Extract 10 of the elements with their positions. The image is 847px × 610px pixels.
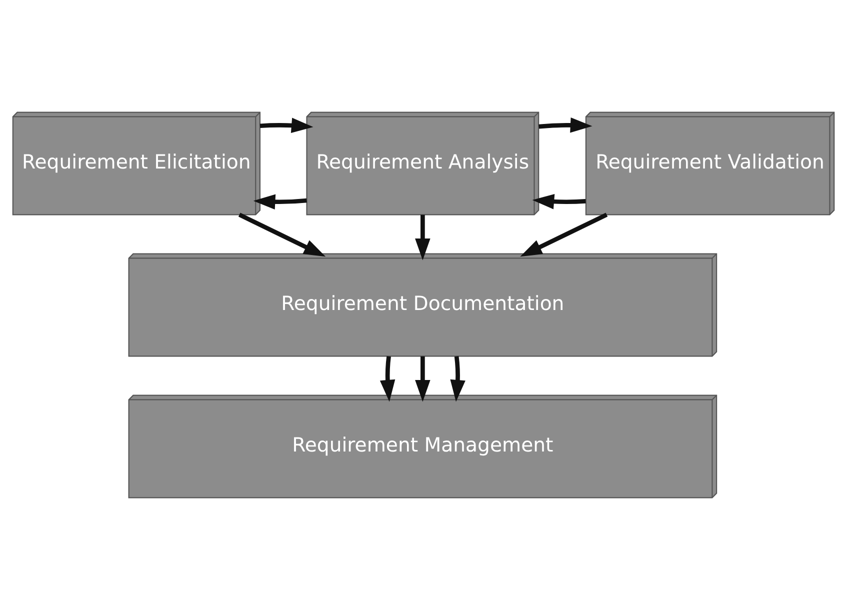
arrow — [450, 356, 466, 402]
arrow — [532, 194, 586, 210]
arrow — [238, 212, 326, 257]
arrow — [520, 212, 608, 257]
arrow — [538, 117, 592, 133]
arrow — [380, 356, 396, 402]
arrow — [260, 118, 314, 133]
arrow — [415, 214, 430, 260]
arrow — [415, 356, 430, 402]
arrow — [253, 194, 307, 210]
